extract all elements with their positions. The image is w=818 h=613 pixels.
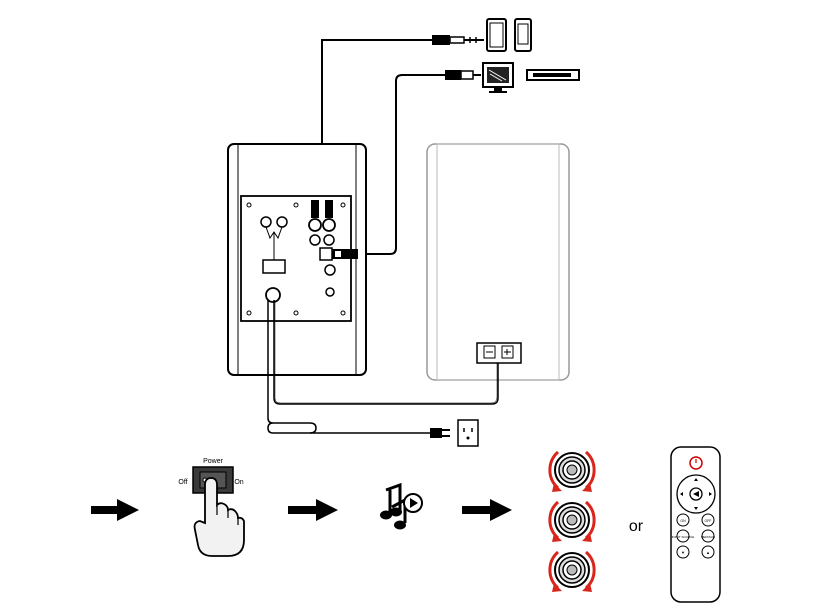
volume-knob-3 — [548, 550, 596, 592]
optical-port — [319, 247, 333, 261]
remote-on-label: ON — [680, 519, 686, 523]
remote-down-label: ▼ — [681, 550, 685, 555]
settop-box-icon — [526, 69, 580, 81]
arrow-1-icon — [91, 499, 139, 521]
power-switch-on-label: On — [234, 479, 243, 486]
wall-outlet-icon — [457, 419, 479, 447]
power-switch-title: Power — [203, 458, 224, 465]
power-plug-icon — [430, 428, 450, 438]
remote-up-label: ▲ — [706, 550, 710, 555]
hand-pointer-icon — [193, 477, 245, 557]
tablet-icon — [486, 18, 507, 52]
active-speaker-rear — [227, 143, 367, 376]
arrow-2-icon — [288, 499, 338, 521]
aux-jack-icon — [432, 35, 484, 45]
rca-input-right — [322, 218, 336, 232]
speaker-wire — [273, 300, 499, 405]
remote-off-label: OFF — [705, 519, 712, 523]
optical-plug-top-icon — [445, 70, 481, 80]
remote-input-label: INPUT SOURCE — [672, 535, 695, 539]
remote-mem-label: MEM/SUB — [701, 535, 715, 539]
or-label: or — [629, 518, 644, 535]
phone-icon — [514, 18, 532, 52]
rca-input-left — [308, 218, 322, 232]
remote-control-icon: ON OFF INPUT SOURCE MEM/SUB ▼ ▲ — [670, 446, 721, 603]
volume-knob-1 — [548, 450, 596, 492]
arrow-3-icon — [462, 499, 512, 521]
volume-knob-2 — [548, 500, 596, 542]
power-socket — [265, 287, 281, 303]
power-switch-icon — [192, 466, 245, 557]
passive-speaker-rear — [426, 143, 570, 381]
optical-cable — [358, 74, 445, 255]
volume-knob-icon — [548, 450, 596, 592]
power-switch-off-label: Off — [178, 479, 187, 486]
monitor-icon — [482, 62, 514, 93]
music-play-icon — [380, 482, 423, 530]
power-cord — [267, 300, 317, 434]
